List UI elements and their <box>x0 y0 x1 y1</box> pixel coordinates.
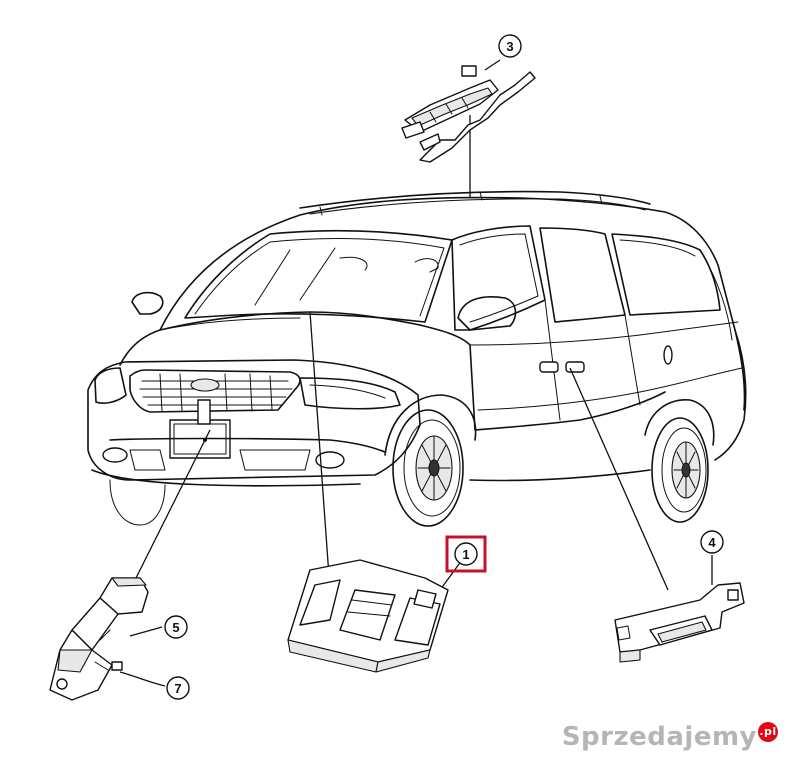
callout-label-1: 1 <box>462 547 469 562</box>
callout-7: 7 <box>166 676 190 700</box>
part-5-impact-sensor <box>49 577 149 701</box>
watermark-badge: .pl <box>758 722 778 742</box>
watermark-text: Sprzedajemy <box>561 722 757 752</box>
part-3-sensor-bracket <box>401 65 536 163</box>
callout-label-7: 7 <box>174 681 181 696</box>
callout-1-highlight-box <box>445 535 487 573</box>
callout-4: 4 <box>700 530 724 554</box>
callout-label-5: 5 <box>172 620 179 635</box>
minivan-illustration <box>87 190 747 527</box>
part-4-sensor-bracket <box>614 582 745 663</box>
callout-3: 3 <box>498 34 522 58</box>
leader-lines <box>119 59 713 687</box>
callout-5: 5 <box>164 615 188 639</box>
part-1-airbag-control-module <box>287 559 449 673</box>
callout-1: 1 <box>445 535 487 573</box>
callout-label-4: 4 <box>708 535 716 550</box>
callout-label-3: 3 <box>506 39 513 54</box>
watermark-logo: Sprzedajemy.pl <box>562 722 778 752</box>
